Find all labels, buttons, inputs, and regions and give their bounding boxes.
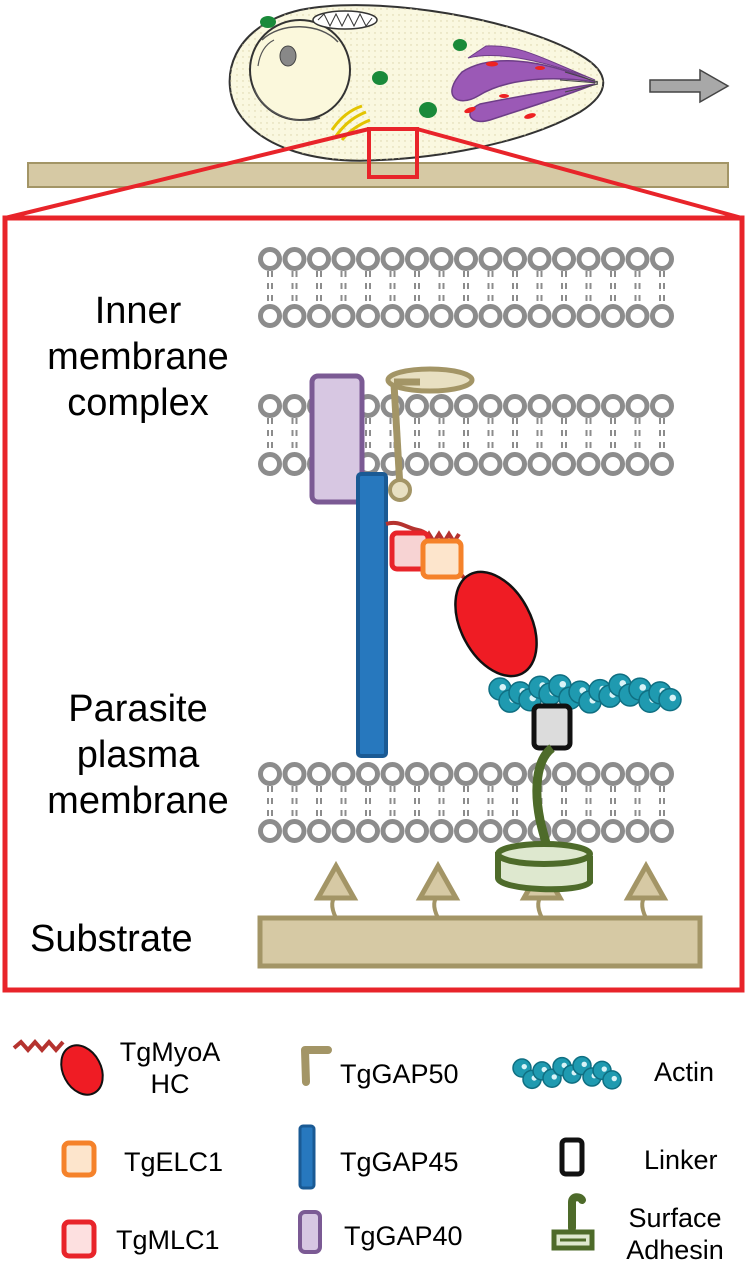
linker-protein: [531, 703, 573, 751]
legend-adhesin-icon: [551, 1193, 595, 1251]
plasma-membrane-line-3: membrane: [47, 780, 229, 822]
tggap40-protein: [309, 373, 365, 505]
actin-bead-highlight: [499, 684, 507, 691]
mitochondrion: [312, 10, 378, 30]
legend-myoa-line-2: HC: [150, 1069, 190, 1099]
actin-bead-highlight: [581, 1061, 587, 1068]
legend-elc1-label: TgELC1: [124, 1147, 224, 1177]
legend-linker-label: Linker: [644, 1145, 718, 1175]
micronemes: [464, 61, 545, 119]
legend-adhesin-line-2: Adhesin: [626, 1235, 724, 1265]
inner-membrane-line-2: membrane: [47, 336, 229, 378]
zoom-frame: [2, 215, 745, 993]
legend-gap45-label: TgGAP45: [340, 1147, 459, 1177]
actin-filament: [488, 673, 682, 714]
receptor-triangle: [415, 860, 461, 901]
plasma-membrane-line-1: Parasite: [68, 688, 208, 730]
legend-myoa-line-1: TgMyoA: [119, 1037, 221, 1067]
receptor-triangle: [623, 860, 669, 901]
direction-arrow: [649, 68, 730, 104]
rhoptries: [451, 45, 599, 123]
legend-mlc1-icon: [61, 1219, 97, 1259]
substrate-label: Substrate: [30, 918, 193, 960]
tggap45-protein: [356, 472, 388, 758]
actin-bead-highlight: [541, 1066, 547, 1073]
legend-mlc1-label: TgMLC1: [116, 1225, 220, 1255]
legend-actin-icon: [512, 1055, 622, 1090]
inner-membrane-line-1: Inner: [94, 290, 182, 332]
apicoplast-organelles: [260, 16, 467, 118]
legend-myoa-icon: [12, 1038, 104, 1096]
zoom-box: [367, 127, 419, 179]
substrate-receptors: [313, 860, 669, 919]
legend-gap50-label: TgGAP50: [340, 1059, 459, 1089]
imc-outer-bilayer: [258, 247, 674, 328]
legend-elc1-icon: [61, 1140, 97, 1178]
actin-bead-highlight: [611, 1075, 617, 1082]
actin-bead-highlight: [601, 1066, 607, 1072]
inner-membrane-label: Inner membrane complex: [20, 288, 256, 426]
actin-bead-highlight: [559, 680, 567, 688]
actin-bead-highlight: [639, 684, 647, 691]
legend-myoa-label: TgMyoA HC: [112, 1036, 228, 1100]
legend-linker-icon: [559, 1137, 585, 1177]
plasma-membrane-label: Parasite plasma membrane: [20, 686, 256, 824]
actin-bead-highlight: [561, 1062, 567, 1069]
membranes: [258, 247, 674, 843]
substrate-bar: [257, 915, 703, 969]
tggap50-protein: [385, 366, 475, 502]
legend-actin-label: Actin: [654, 1057, 715, 1087]
golgi: [330, 104, 371, 141]
zoom-line-left: [4, 127, 370, 220]
legend-gap50-icon: [301, 1046, 332, 1086]
nucleus: [249, 19, 351, 122]
surface-adhesin-protein: [495, 744, 593, 893]
zoom-line-right: [416, 127, 743, 220]
actin-bead-highlight: [551, 1074, 557, 1080]
plasma-membrane-line-2: plasma: [76, 734, 200, 776]
legend-adhesin-line-1: Surface: [628, 1203, 722, 1233]
actin-bead-highlight: [669, 694, 677, 702]
legend-gap45-icon: [298, 1124, 316, 1190]
legend-adhesin-label: Surface Adhesin: [614, 1202, 736, 1266]
imc-inner-bilayer: [258, 394, 674, 476]
tgelc1-protein: [420, 538, 464, 580]
legend-gap40-label: TgGAP40: [344, 1221, 463, 1251]
inner-membrane-line-3: complex: [67, 382, 209, 424]
receptor-triangle: [313, 860, 359, 901]
actin-bead-highlight: [521, 1063, 527, 1070]
plasma-membrane-bilayer: [258, 762, 674, 843]
legend-gap40-icon: [298, 1210, 322, 1254]
